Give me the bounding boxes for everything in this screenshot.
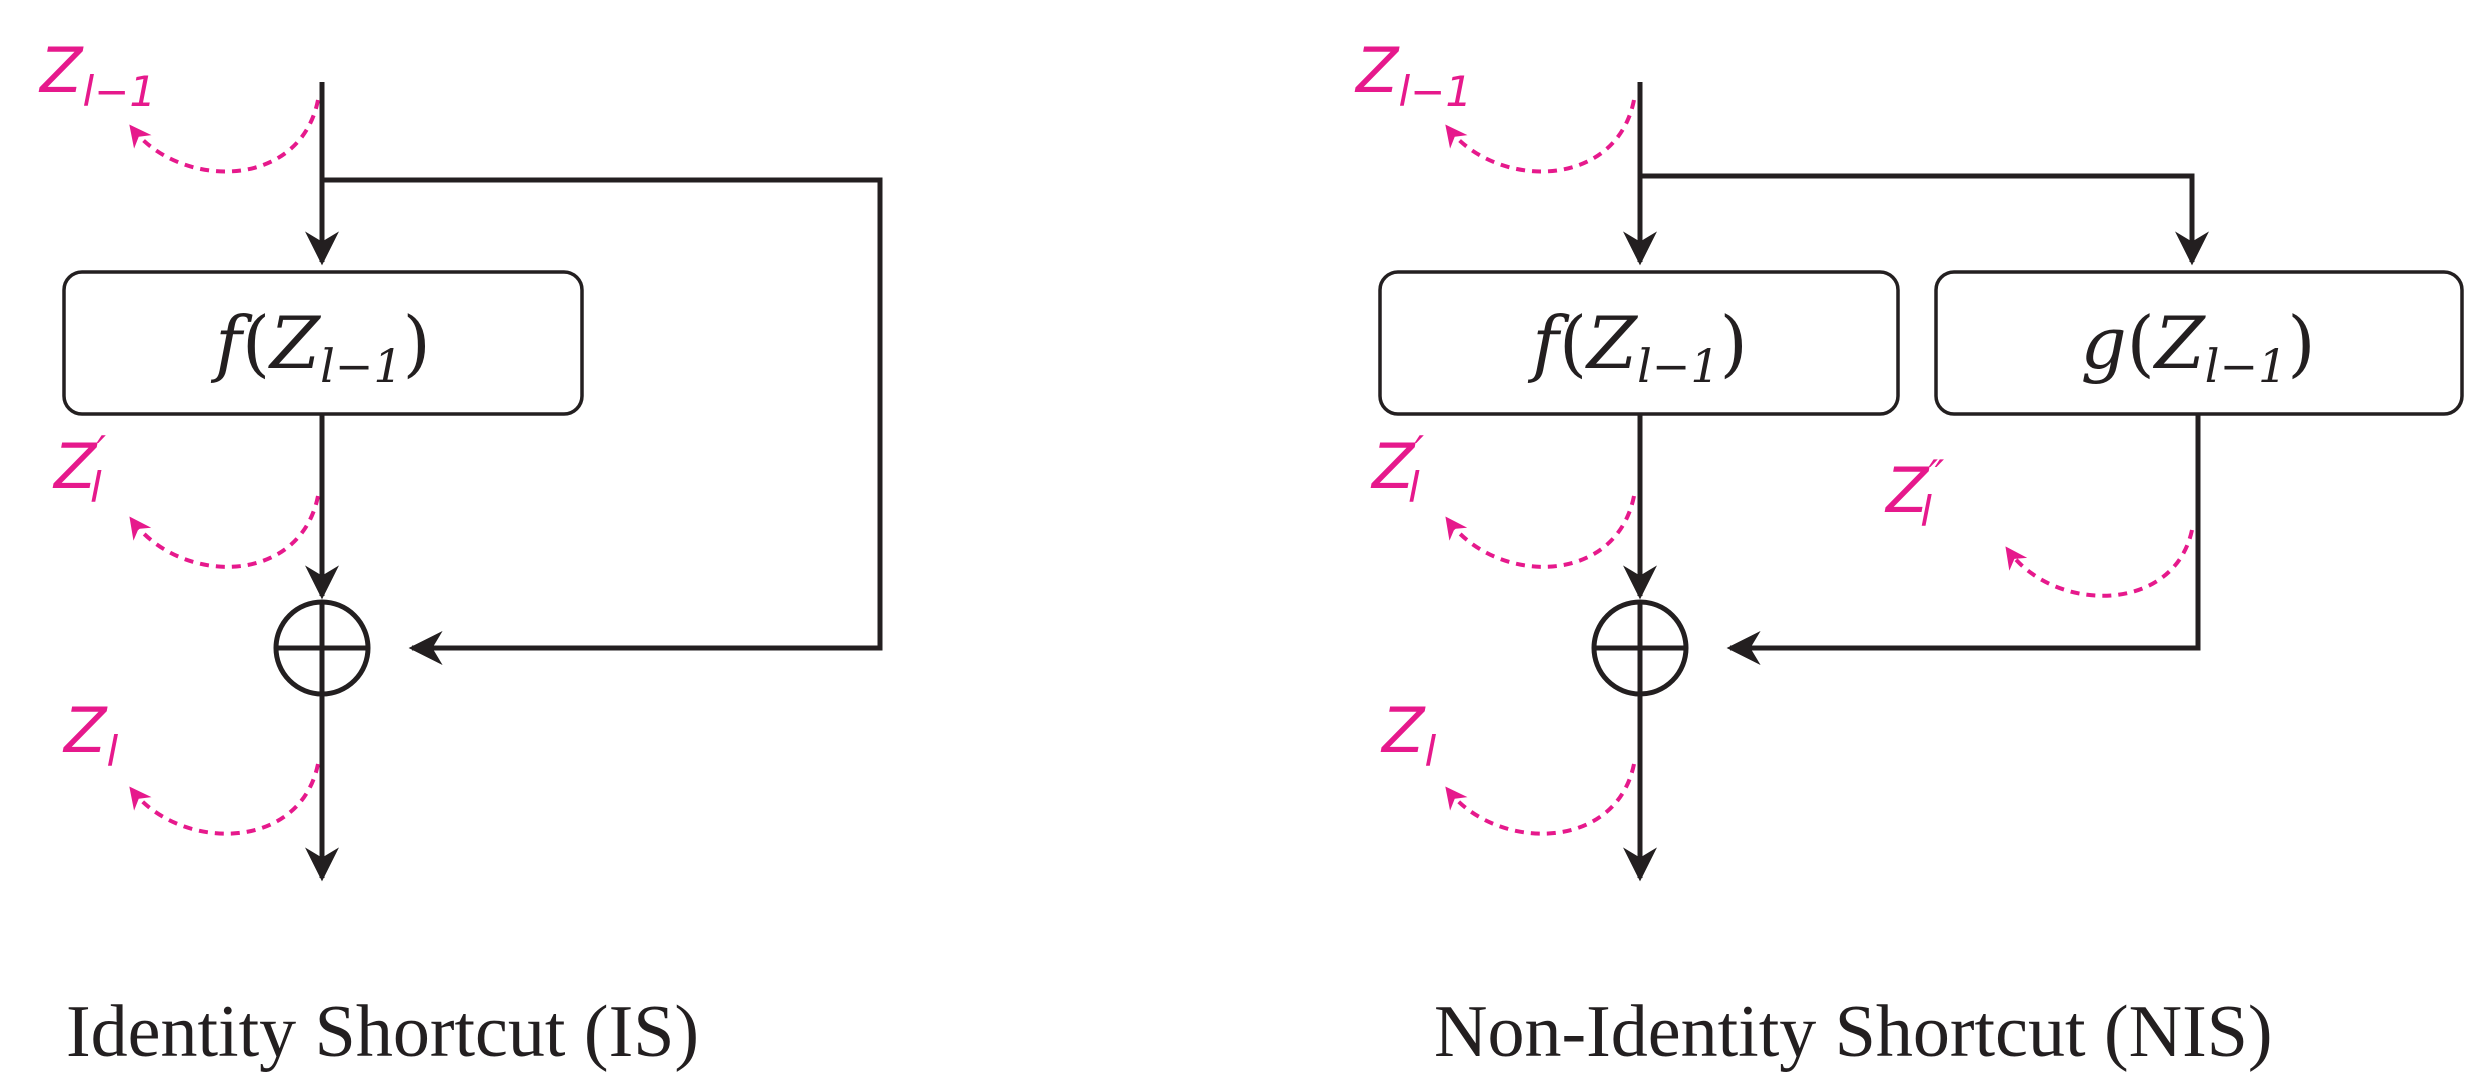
nis-caption: Non-Identity Shortcut (NIS) xyxy=(1434,991,2273,1073)
nis-output-label: Zl xyxy=(1380,694,1436,776)
identity-shortcut-panel: f(Zl−1) Zl−1 Z′l Zl Identity Shortcut (I… xyxy=(38,34,883,1073)
nis-f-block-label: f(Zl−1) xyxy=(1527,301,1747,393)
nis-sum-node xyxy=(1591,599,1689,697)
is-mid-gradient-arrow xyxy=(129,495,320,569)
is-input-gradient-arrow xyxy=(129,99,320,174)
nis-shortcut-label: Z″l xyxy=(1884,451,1944,536)
nis-g-block-label: g(Zl−1) xyxy=(2081,301,2316,393)
nis-input-label: Zl−1 xyxy=(1354,34,1472,116)
nis-input-gradient-arrow xyxy=(1445,99,1636,174)
is-input-label: Zl−1 xyxy=(38,34,156,116)
nis-shortcut-gradient-arrow xyxy=(2005,529,2194,598)
is-mid-label: Z′l xyxy=(52,427,106,512)
is-output-label: Zl xyxy=(62,694,118,776)
nis-output-gradient-arrow xyxy=(1445,763,1636,836)
nis-branch-to-g-arrow xyxy=(1640,173,2209,266)
is-sum-node xyxy=(273,599,371,697)
nis-mid-label: Z′l xyxy=(1370,427,1424,512)
is-caption: Identity Shortcut (IS) xyxy=(66,991,699,1073)
is-f-block-label: f(Zl−1) xyxy=(210,301,430,393)
nis-mid-gradient-arrow xyxy=(1445,495,1636,569)
non-identity-shortcut-panel: f(Zl−1) g(Zl−1) Zl−1 Z′l Z″l Zl Non-Iden… xyxy=(1354,34,2464,1073)
is-identity-shortcut-arrow xyxy=(322,177,883,665)
nis-g-output-arrow xyxy=(1726,414,2201,665)
is-output-gradient-arrow xyxy=(129,763,320,836)
